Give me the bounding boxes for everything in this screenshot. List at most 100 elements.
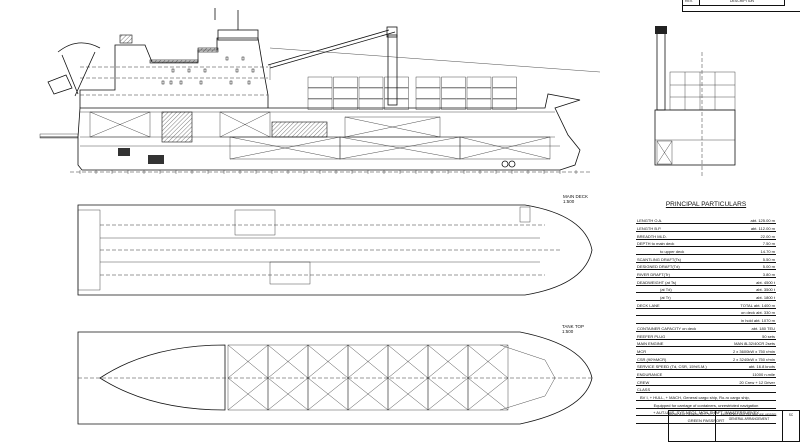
row-value: abt. 16.8 knots	[748, 364, 775, 370]
row-value: on deck abt. 330 m	[740, 310, 775, 316]
row-value: 2 x 3240kW x 750 r/min	[732, 356, 775, 362]
vessel-name: 4400 RORO MULTIPURPOSE VESSEL	[720, 413, 778, 417]
row-value: abt. 4500 t	[756, 279, 775, 285]
tank-cell	[347, 344, 389, 411]
container	[466, 98, 492, 110]
row-label: LENGTH B.P.	[637, 225, 662, 231]
particulars-row: SERVICE SPEED (Td, CSR, 15%S.M.) abt. 16.…	[636, 363, 776, 371]
windows	[161, 56, 255, 85]
container	[333, 76, 358, 88]
principal-particulars-table: PRINCIPAL PARTICULARS LENGTH O.A.abt. 12…	[636, 201, 776, 425]
particulars-row: MAIN ENGINE MAN 8L32/40CR 2sets	[636, 340, 776, 348]
tank-bracing	[387, 377, 429, 411]
row-value: 5.50 m	[762, 256, 775, 262]
particulars-row: (at Td) abt. 3500 t	[636, 286, 776, 294]
table-title: PRINCIPAL PARTICULARS	[665, 201, 747, 208]
frame-ticks	[79, 170, 577, 174]
row-label: MCR	[637, 348, 647, 354]
row-label: BREADTH MLD.	[637, 233, 667, 239]
container	[441, 76, 466, 88]
particulars-row: SCANTLING DRAFT(Ts)5.50 m	[636, 255, 776, 263]
tank-cell	[227, 344, 269, 411]
row-label: DEPTH to main deck	[637, 241, 675, 247]
tank-bracing	[467, 377, 509, 411]
tank-cell	[387, 344, 429, 411]
container	[333, 87, 358, 99]
particulars-row: DEADWEIGHT (at Ts) abt. 4500 t	[636, 278, 776, 286]
container	[492, 98, 517, 110]
container	[307, 98, 333, 110]
tank-bracing	[307, 344, 349, 379]
row-label: DESIGNED DRAFT(Td)	[637, 264, 680, 270]
class-notation-line: + AUT-UMS, SYS-NEQ1, MON-SHAFT, INWATERS…	[636, 409, 776, 417]
particulars-row: DESIGNED DRAFT(Td) 5.00 m	[636, 263, 776, 271]
bow-thruster-2	[508, 160, 516, 168]
tank-bracing	[347, 344, 389, 379]
class-notation-line: Equipped for carriage of containers, unr…	[636, 401, 776, 409]
row-label: RIVER DRAFT(Tr)	[637, 272, 670, 277]
particulars-row: MCR 2 x 3600kW x 750 r/min	[636, 347, 776, 355]
row-label: MAIN ENGINE	[637, 341, 664, 347]
tank-bracing	[267, 344, 309, 379]
tank-bracing	[227, 377, 269, 411]
funnel	[119, 34, 133, 44]
container	[466, 87, 492, 99]
class-notation-line: GREEN PASSPORT	[636, 416, 776, 425]
particulars-row: in hold abt. 1070 m	[636, 316, 776, 325]
row-value: abt. 112.00 m	[750, 225, 775, 231]
particulars-row: BREADTH MLD.22.00 m	[636, 232, 776, 240]
row-label: DEADWEIGHT (at Ts)	[637, 279, 677, 285]
rescue-boat	[47, 74, 73, 95]
deck-containers	[307, 76, 517, 110]
main-deck-label: MAIN DECK 1:500	[563, 194, 588, 205]
container	[384, 76, 409, 88]
row-label: (at Td)	[660, 287, 672, 293]
rev-header: REV.	[683, 0, 700, 6]
main-engine-2	[148, 155, 164, 164]
row-value: 11000 n.mile	[752, 371, 775, 377]
tank-bracing	[307, 377, 349, 411]
row-label: REEFER PLUG	[637, 333, 666, 339]
tank-bracing	[267, 377, 309, 411]
wheelhouse	[217, 29, 259, 41]
ramp-stowed	[271, 121, 328, 138]
container	[415, 76, 441, 88]
tank-bracing	[427, 344, 469, 379]
particulars-row: LENGTH O.A.abt. 125.00 m	[636, 217, 776, 225]
deck-crane	[267, 26, 601, 106]
row-value: 20 Crew + 12 Driver	[739, 379, 775, 385]
container	[358, 76, 384, 88]
row-value: 3.80 m	[762, 272, 775, 277]
row-value: 50 sets	[762, 333, 775, 339]
davit	[57, 42, 101, 97]
superstructure	[79, 37, 269, 108]
row-label: (at Tr)	[660, 295, 671, 301]
row-value: 5.00 m	[762, 264, 775, 270]
particulars-row: LENGTH B.P. abt. 112.00 m	[636, 224, 776, 232]
row-value: abt. 3500 t	[756, 287, 775, 293]
tank-cell	[427, 344, 469, 411]
proposal-date: PROPOSAL DESIGN 2017-10-17	[668, 413, 716, 417]
container	[441, 87, 466, 99]
row-value: MAN 8L32/40CR 2sets	[734, 341, 775, 347]
container	[492, 76, 517, 88]
container	[415, 98, 441, 110]
bow-thruster-1	[501, 160, 509, 168]
class-notation-line: BV I, + HULL, + MACH, General cargo ship…	[636, 393, 776, 401]
tank-top-plan	[77, 331, 593, 425]
row-value: TOTAL abt. 1400 m	[740, 302, 775, 308]
container	[492, 87, 517, 99]
revision-block: REV. DESCRIPTION	[682, 0, 800, 12]
tank-cell	[267, 344, 309, 411]
row-label: SERVICE SPEED (Td, CSR, 15%S.M.)	[637, 364, 707, 370]
row-label: CONTAINER CAPACITY on deck	[637, 325, 697, 331]
tank-cell	[467, 344, 509, 411]
container	[415, 87, 441, 99]
row-value: 2 x 3600kW x 750 r/min	[732, 348, 775, 354]
row-value: abt. 125.00 m	[750, 218, 775, 224]
